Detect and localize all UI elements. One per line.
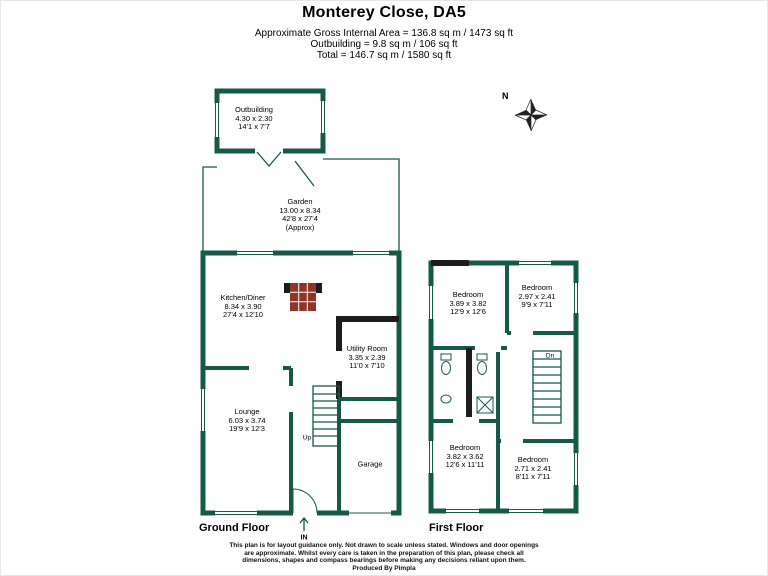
stairs-down: [532, 350, 562, 424]
room-size-metric: 6.03 x 3.74: [228, 415, 266, 425]
disclaimer-line-3: dimensions, shapes and compass bearings …: [242, 557, 526, 564]
room-size-metric: 8.34 x 3.90: [224, 301, 262, 311]
first-floor-plan: [428, 260, 579, 514]
stairs-down-label: Dn: [545, 352, 555, 360]
room-size-imperial: 12'6 x 11'11: [445, 460, 485, 470]
bathroom-fixtures: [440, 353, 494, 414]
outbuilding-window-right: [321, 101, 325, 133]
room-label-kitchen-diner: Kitchen/Diner 8.34 x 3.90 27'4 x 12'10: [220, 294, 265, 320]
toilet-icon: [440, 353, 452, 361]
kitchen-window-right: [353, 251, 389, 255]
utility-garage-walls: [337, 397, 399, 513]
room-name: Bedroom: [452, 290, 484, 300]
room-name: Bedroom: [449, 443, 481, 453]
area-line-1: Approximate Gross Internal Area = 136.8 …: [254, 28, 514, 39]
room-size-metric: 4.30 x 2.30: [235, 113, 273, 123]
room-label-bedroom-3: Bedroom 3.82 x 3.62 12'6 x 11'11: [446, 444, 485, 470]
room-label-utility-room: Utility Room 3.35 x 2.39 11'0 x 7'10: [347, 345, 387, 371]
lounge-window-side: [201, 389, 205, 431]
room-size-imperial: 8'11 x 7'11: [515, 472, 551, 482]
bedroom4-window-front: [509, 509, 543, 513]
room-name: Garage: [357, 459, 383, 469]
room-size-imperial: 14'1 x 7'7: [238, 122, 270, 132]
entrance-label: IN: [300, 534, 308, 542]
bedroom4-window-side: [574, 453, 578, 485]
room-label-bedroom-4: Bedroom 2.71 x 2.41 8'11 x 7'11: [514, 456, 551, 482]
area-summary: Approximate Gross Internal Area = 136.8 …: [1, 28, 767, 61]
room-size-metric: 3.89 x 3.82: [449, 298, 487, 308]
bedroom3-window-side: [429, 441, 433, 473]
room-size-imperial: 27'4 x 12'10: [223, 310, 263, 320]
room-label-lounge: Lounge 6.03 x 3.74 19'9 x 12'3: [228, 408, 265, 434]
room-name: Kitchen/Diner: [220, 293, 266, 303]
entrance-arrow-icon: [299, 516, 309, 531]
room-size-imperial: 9'9 x 7'11: [521, 300, 553, 310]
page-title: Monterey Close, DA5: [302, 4, 466, 21]
ground-floor-plan: [200, 88, 402, 531]
room-label-garage: Garage: [357, 459, 383, 470]
room-name: Bedroom: [521, 283, 553, 293]
disclaimer-line-4: Produced By Pimpla: [352, 564, 416, 572]
room-size-imperial: 12'9 x 12'6: [450, 307, 486, 317]
sink-icon: [440, 394, 452, 404]
stairs-up: [312, 385, 340, 447]
first-floor-outer-wall: [428, 260, 579, 514]
room-name: Garden: [287, 196, 313, 206]
disclaimer-line-2: are approximate. Whilst every care is ta…: [244, 549, 524, 557]
entrance-door: [292, 488, 318, 514]
room-size-metric: 13.00 x 8.34: [279, 205, 321, 215]
room-label-outbuilding: Outbuilding 4.30 x 2.30 14'1 x 7'7: [235, 106, 273, 132]
room-size-metric: 3.35 x 2.39: [348, 352, 386, 362]
bedroom2-window-top: [519, 261, 551, 265]
room-size-metric: 3.82 x 3.62: [446, 451, 484, 461]
area-line-3: Total = 146.7 sq m / 1580 sq ft: [316, 50, 452, 61]
room-name: Lounge: [234, 407, 260, 417]
ground-floor-label: Ground Floor: [199, 522, 270, 534]
room-size-metric: 2.71 x 2.41: [514, 463, 552, 473]
room-size-note: (Approx): [285, 222, 315, 232]
lounge-window-front: [215, 511, 257, 515]
room-label-bedroom-1: Bedroom 3.89 x 3.82 12'9 x 12'6: [449, 291, 486, 317]
stairs-up-label: Up: [302, 434, 312, 442]
bedroom2-window-side: [574, 283, 578, 313]
outbuilding-door: [256, 151, 282, 167]
shower-icon: [476, 396, 494, 414]
bedroom3-window-front: [446, 509, 479, 513]
fireplace: [284, 283, 322, 311]
bedroom1-window: [429, 286, 433, 319]
outbuilding-window-left: [215, 103, 219, 137]
disclaimer: This plan is for layout guidance only. N…: [1, 542, 767, 572]
garden-boundary: [202, 158, 400, 253]
room-size-metric: 2.97 x 2.41: [518, 291, 556, 301]
compass-rose-icon: [514, 98, 548, 132]
room-size-imperial: 42'8 x 27'4: [282, 214, 318, 223]
room-name: Utility Room: [346, 344, 388, 354]
room-label-bedroom-2: Bedroom 2.97 x 2.41 9'9 x 7'11: [518, 284, 555, 310]
compass-north-label: N: [502, 91, 509, 101]
kitchen-window-left: [237, 251, 273, 255]
first-floor-label: First Floor: [429, 522, 484, 534]
room-label-garden: Garden 13.00 x 8.34 42'8 x 27'4 (Approx): [279, 196, 321, 232]
toilet-icon: [476, 353, 488, 361]
room-size-imperial: 19'9 x 12'3: [229, 424, 265, 434]
disclaimer-line-1: This plan is for layout guidance only. N…: [229, 542, 539, 549]
room-name: Outbuilding: [235, 105, 273, 115]
room-name: Bedroom: [517, 455, 549, 465]
room-size-imperial: 11'0 x 7'10: [349, 361, 385, 371]
area-line-2: Outbuilding = 9.8 sq m / 106 sq ft: [310, 39, 458, 50]
